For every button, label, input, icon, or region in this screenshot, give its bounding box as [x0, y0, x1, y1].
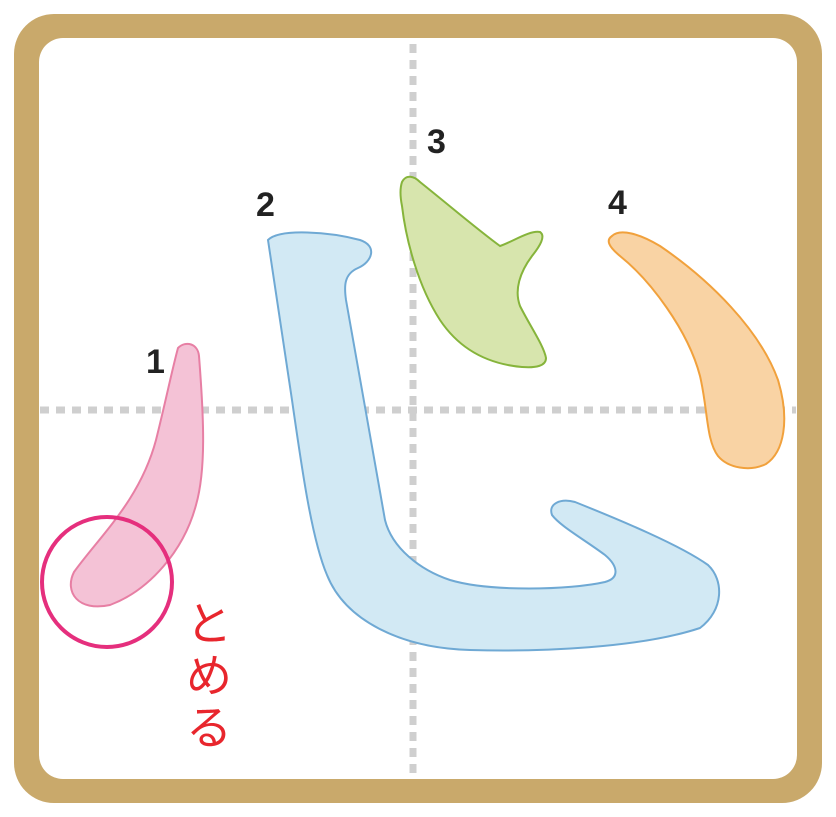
stroke-1-shape [69, 342, 205, 608]
stroke-4-shape [607, 231, 786, 470]
annotation-char-2: め [186, 649, 232, 703]
annotation-char-1: と [186, 597, 232, 651]
stroke-number-2: 2 [256, 186, 275, 224]
stroke-number-1: 1 [146, 343, 165, 381]
stroke-2-shape [266, 231, 721, 652]
stroke-number-4: 4 [608, 184, 627, 222]
annotation-char-3: る [186, 701, 232, 755]
stroke-number-3: 3 [427, 123, 446, 161]
stroke-3-shape [399, 175, 548, 369]
stop-highlight-circle [40, 515, 174, 649]
